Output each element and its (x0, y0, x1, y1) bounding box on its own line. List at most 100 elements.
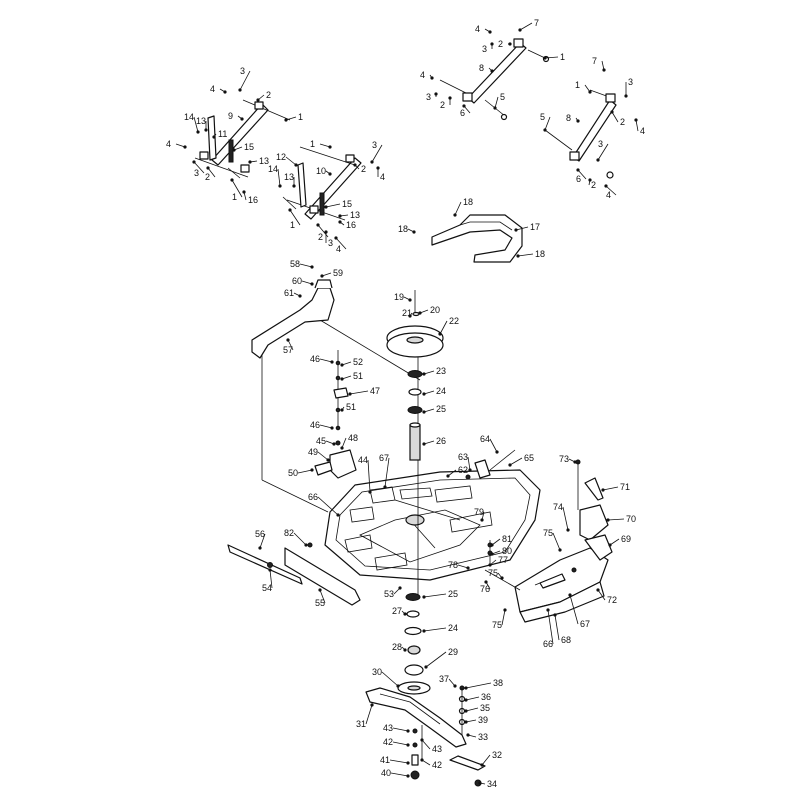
callout-4: 4 (604, 184, 617, 200)
callout-4: 4 (420, 70, 434, 80)
callout-19: 19 (394, 292, 412, 302)
callout-leader-line (389, 759, 409, 764)
callout-leader-line (384, 457, 390, 488)
callout-number: 43 (383, 723, 393, 733)
callout-leader-line (465, 696, 480, 701)
callout-75: 75 (492, 608, 507, 630)
callout-number: 2 (620, 117, 625, 127)
callout-leader-dot (480, 518, 484, 522)
callout-number: 32 (492, 750, 502, 760)
callout-number: 53 (384, 589, 394, 599)
callout-leader-line (319, 424, 333, 429)
callout-leader-dot (634, 118, 638, 122)
callout-leader-dot (353, 163, 357, 167)
callout-leader-line (554, 614, 560, 641)
callout-63: 63 (458, 452, 472, 472)
callout-leader-dot (546, 608, 550, 612)
callout-number: 4 (640, 126, 645, 136)
callout-number: 82 (284, 528, 294, 538)
callout-leader-line (371, 144, 383, 163)
callout-leader-line (465, 707, 479, 712)
callout-number: 75 (543, 528, 553, 538)
callout-29: 29 (424, 647, 458, 669)
callout-45: 45 (316, 436, 336, 446)
callout-11: 11 (212, 129, 227, 139)
callout-number: 76 (480, 584, 490, 594)
callout-number: 77 (498, 555, 508, 565)
callout-leader-dot (324, 205, 328, 209)
callout-leader-dot (610, 110, 614, 114)
callout-leader-dot (573, 460, 577, 464)
callout-leader-line (277, 168, 281, 187)
callout-number: 30 (372, 667, 382, 677)
callout-leader-dot (412, 230, 416, 234)
callout-leader-dot (568, 593, 572, 597)
callout-72: 72 (596, 588, 617, 605)
small-linkage-parts (307, 350, 581, 591)
callout-18: 18 (398, 224, 416, 234)
callout-leader-line (519, 22, 533, 31)
callout-leader-dot (403, 612, 407, 616)
callout-number: 2 (318, 232, 323, 242)
callout-6: 6 (460, 104, 471, 118)
callout-leader-dot (588, 90, 592, 94)
callout-leader-dot (212, 135, 216, 139)
callout-leader-line (425, 651, 447, 668)
lift-linkage-left (194, 99, 362, 221)
callout-number: 4 (475, 24, 480, 34)
callout-leader-line (317, 451, 329, 461)
callout-leader-dot (278, 184, 282, 188)
callout-59: 59 (320, 268, 343, 278)
callout-75: 75 (543, 528, 562, 552)
callout-leader-dot (406, 761, 410, 765)
callout-number: 36 (481, 692, 491, 702)
callout-56: 56 (255, 529, 266, 550)
callout-number: 41 (380, 755, 390, 765)
front-baffle (227, 544, 361, 606)
callout-17: 17 (514, 222, 540, 232)
blade-hardware (410, 685, 486, 787)
callout-43: 43 (420, 738, 442, 754)
callout-53: 53 (384, 586, 402, 599)
mower-deck-housing (324, 469, 541, 581)
callout-number: 79 (474, 507, 484, 517)
callout-leader-dot (453, 213, 457, 217)
callout-55: 55 (315, 588, 326, 608)
callout-number: 45 (316, 436, 326, 446)
callout-70: 70 (606, 514, 636, 524)
callout-leader-dot (604, 184, 608, 188)
callout-leader-line (287, 339, 294, 351)
callout-16: 16 (242, 190, 258, 205)
callout-number: 18 (535, 249, 545, 259)
callout-leader-dot (503, 608, 507, 612)
callout-2: 2 (440, 96, 452, 110)
callout-leader-line (517, 253, 534, 257)
callout-leader-dot (493, 106, 497, 110)
callout-leader-dot (326, 458, 330, 462)
callout-leader-dot (468, 468, 472, 472)
callout-leader-line (317, 496, 339, 516)
callout-18: 18 (516, 249, 545, 259)
callout-number: 2 (266, 90, 271, 100)
callout-2: 2 (498, 39, 512, 49)
callout-77: 77 (488, 555, 508, 567)
callout-62: 62 (446, 465, 468, 478)
callout-3: 3 (192, 160, 205, 178)
callout-leader-dot (338, 220, 342, 224)
callout-23: 23 (422, 366, 446, 376)
callout-number: 55 (315, 598, 325, 608)
callout-24: 24 (422, 623, 458, 633)
callout-leader-dot (248, 160, 252, 164)
callout-39: 39 (464, 715, 488, 725)
callout-number: 16 (346, 220, 356, 230)
callout-number: 66 (543, 639, 553, 649)
callout-number: 35 (480, 703, 490, 713)
callout-5: 5 (540, 112, 551, 132)
callout-leader-dot (310, 282, 314, 286)
callout-number: 7 (592, 56, 597, 66)
callout-leader-dot (192, 160, 196, 164)
callout-leader-line (454, 201, 462, 216)
callout-65: 65 (508, 453, 534, 467)
callout-leader-line (423, 408, 435, 413)
callout-leader-dot (422, 595, 426, 599)
